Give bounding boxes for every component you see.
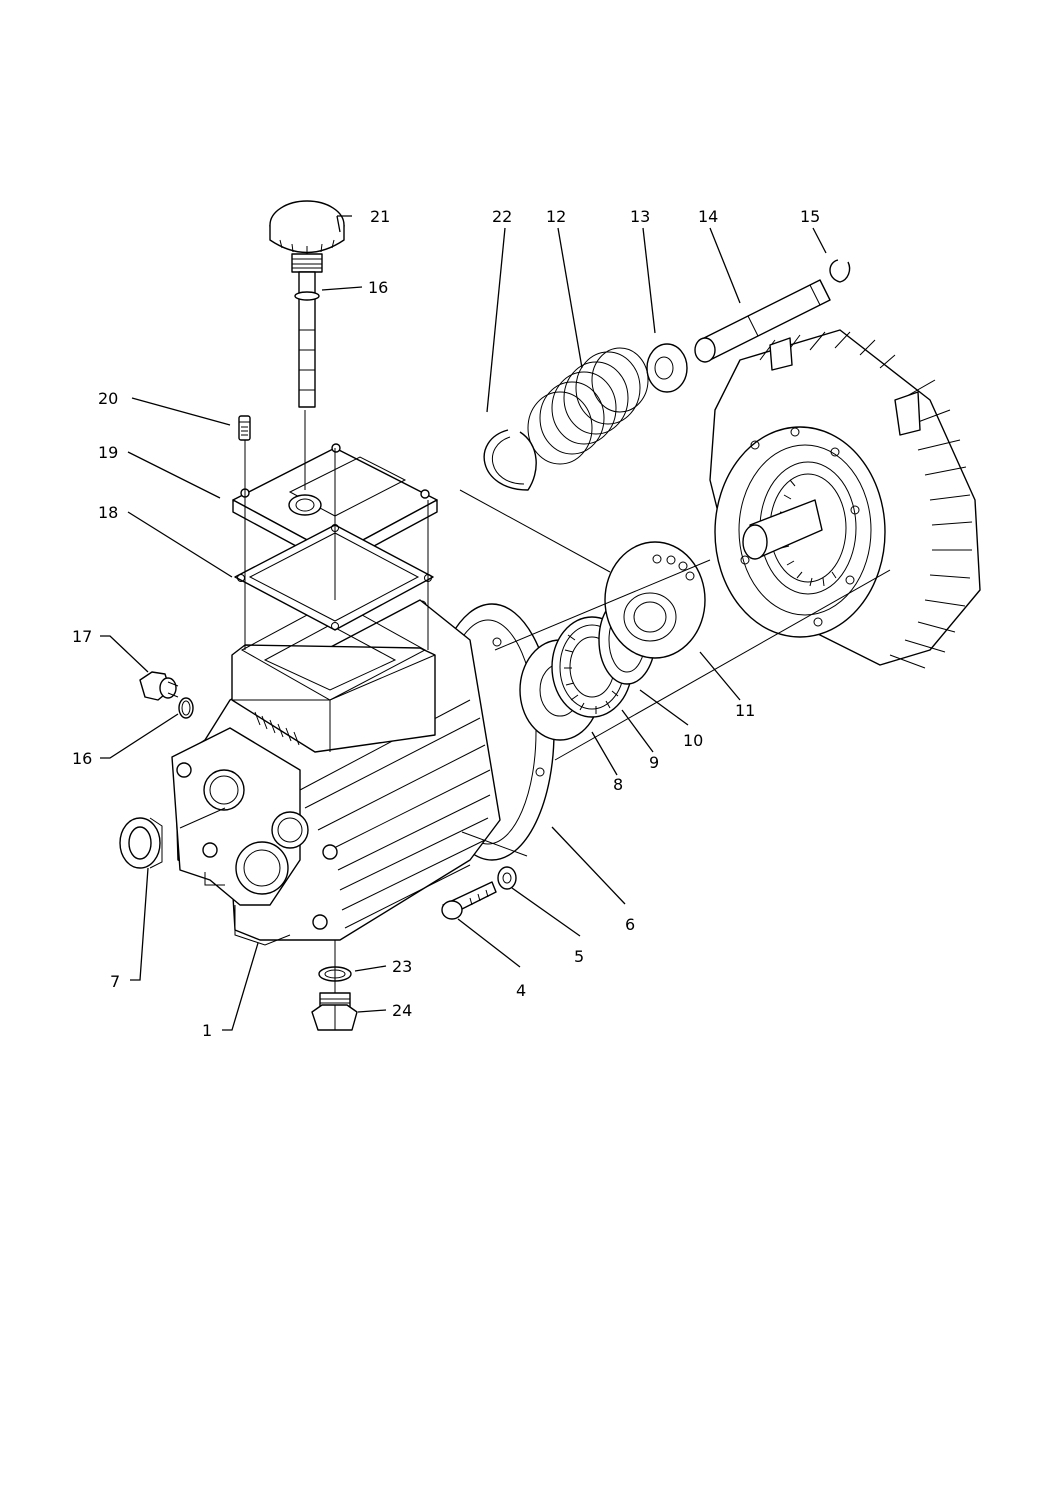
callout-20: 20 (98, 389, 118, 408)
motor-flange-part (709, 329, 981, 669)
callout-18: 18 (98, 503, 118, 522)
callout-11: 11 (735, 701, 755, 720)
callout-8: 8 (613, 775, 623, 794)
bearing-cup-11-part (604, 541, 706, 659)
oring-16-part (178, 697, 194, 719)
callout-6: 6 (625, 915, 635, 934)
callout-23: 23 (392, 957, 412, 976)
shaft-14-part (694, 279, 831, 363)
circlip-22-part (483, 429, 537, 491)
assembly-guide-line (244, 410, 429, 650)
plug-24-part (311, 992, 358, 1031)
callout-17: 17 (72, 627, 92, 646)
crankcase-part (171, 599, 555, 946)
callout-12: 12 (546, 207, 566, 226)
callout-16-left: 16 (72, 749, 92, 768)
clip-15-part (829, 259, 851, 283)
leader-lines (100, 215, 891, 1031)
callout-21: 21 (370, 207, 390, 226)
callout-5: 5 (574, 947, 584, 966)
seal-7-part (119, 817, 163, 869)
callout-14: 14 (698, 207, 718, 226)
bolt-4-part (441, 881, 497, 920)
callout-19: 19 (98, 443, 118, 462)
oil-dipstick-part (269, 200, 345, 408)
callout-13: 13 (630, 207, 650, 226)
callout-10: 10 (683, 731, 703, 750)
washer-13-part (646, 343, 688, 393)
callout-4: 4 (516, 981, 526, 1000)
callout-16-top: 16 (368, 278, 388, 297)
spring-12-part (527, 347, 649, 465)
callout-labels: 21 16 22 12 13 14 15 20 19 18 17 16 7 1 … (72, 207, 820, 1040)
callout-1: 1 (202, 1021, 212, 1040)
callout-15: 15 (800, 207, 820, 226)
callout-7: 7 (110, 972, 120, 991)
callout-9: 9 (649, 753, 659, 772)
screw-20-part (238, 415, 251, 441)
callout-24: 24 (392, 1001, 412, 1020)
washer-5-part (497, 866, 517, 890)
plug-17-part (139, 671, 179, 701)
callout-22: 22 (492, 207, 512, 226)
